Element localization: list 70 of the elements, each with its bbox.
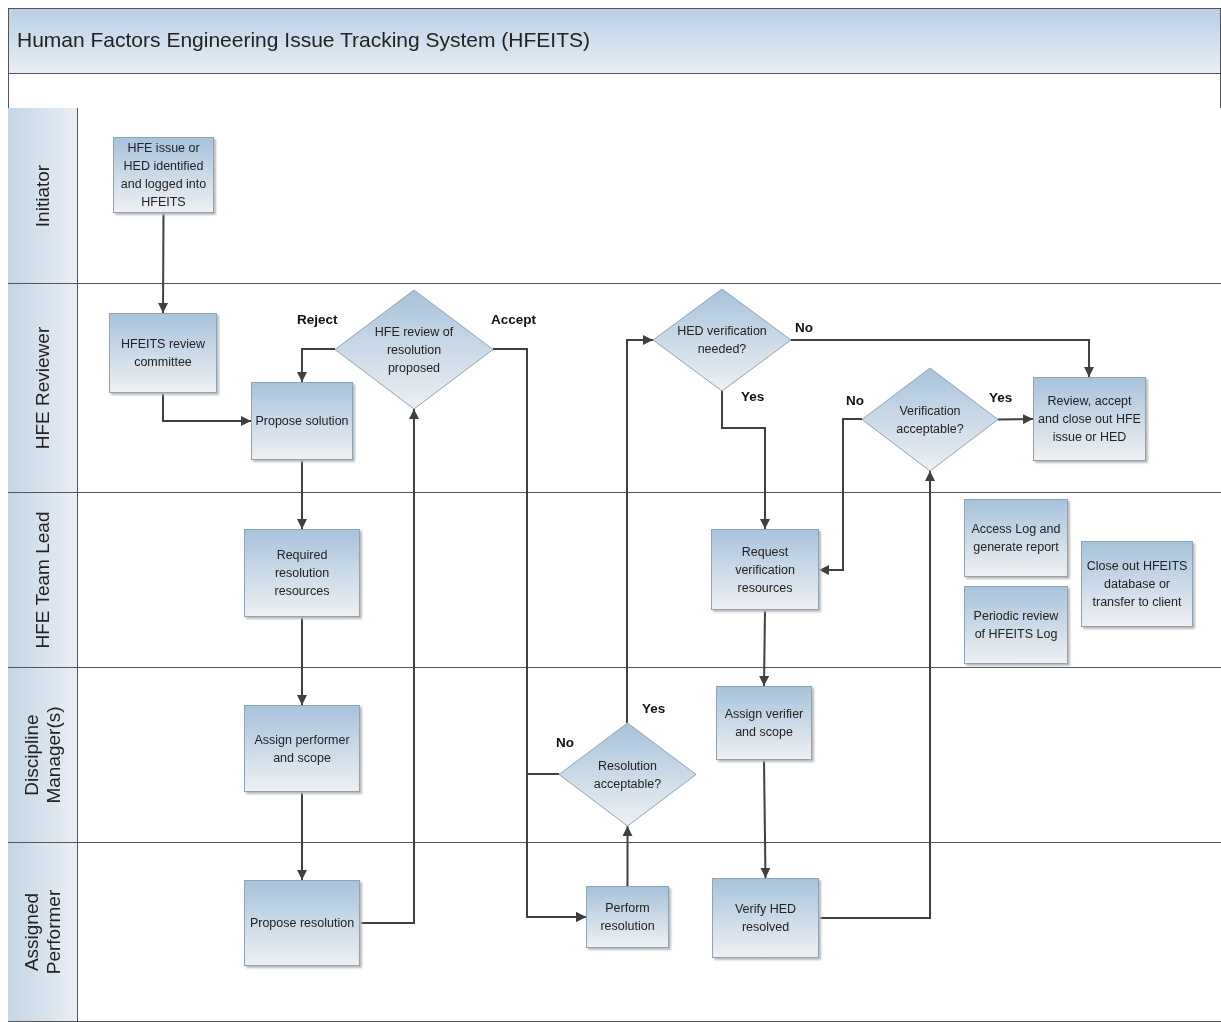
arrow [818,418,863,575]
lane-label: Assigned Performer [21,888,65,977]
arrow [759,609,770,687]
edge-label: Yes [989,390,1013,405]
process-box [716,686,812,760]
arrow [359,408,419,924]
arrow [760,759,771,879]
process-box [964,499,1068,577]
arrow [790,339,1094,378]
arrow [297,616,307,706]
swimlane [8,493,1221,668]
step-text: Assign performer and scope [253,731,351,767]
arrow [162,392,252,426]
decision-text: HED verification needed? [676,323,768,358]
swimlane [8,668,1221,843]
process-box [1081,541,1193,627]
lane-label: Discipline Manager(s) [21,705,65,806]
arrow [158,212,169,314]
step-text: Assign verifier and scope [723,706,805,741]
arrow [818,470,935,919]
process-box [586,886,669,948]
step-text: HFE issue or HED identified and logged into HFEITS [119,140,208,211]
step-text: Periodic review of HFEITS Log [972,608,1060,643]
step-text: Close out HFEITS database or transfer to client [1085,558,1189,611]
process-box [1033,377,1146,461]
step-text: Access Log and generate report [970,521,1062,556]
lane-label: Initiator [32,163,54,229]
process-box [251,382,353,460]
process-box [244,880,360,966]
step-text: Verify HED resolved [733,901,798,936]
step-text: Request verification resources [734,543,796,597]
process-box [711,529,819,610]
arrow [622,825,633,887]
swimlane [8,843,1221,1022]
swimlane [8,284,1221,493]
decision-diamond [653,289,791,391]
swimlane [8,108,1221,284]
step-text: Required resolution resources [273,547,331,600]
diagram-title: Human Factors Engineering Issue Tracking System (HFEITS) [17,28,591,52]
step-text: Propose solution [254,413,350,430]
process-box [244,529,360,617]
lane-label: HFE Team Lead [32,510,54,651]
step-text: Perform resolution [599,900,656,935]
process-box [712,878,819,958]
edge-label: No [795,320,813,335]
decision-text: HFE review of resolution proposed [373,323,455,377]
edge-label: No [556,735,574,750]
step-text: HFEITS review committee [119,336,206,371]
process-box [109,313,217,393]
edge-label: Reject [297,312,338,327]
arrow [721,390,770,530]
process-box [964,586,1068,664]
process-box [113,137,214,213]
edge-label: No [846,393,864,408]
decision-text: Verification acceptable? [895,402,965,438]
decision-diamond [559,723,696,826]
arrow [297,791,307,881]
arrow [526,773,587,922]
arrow [297,348,336,383]
lane-label: HFE Reviewer [32,325,54,452]
arrow [997,414,1034,425]
decision-text: Resolution acceptable? [592,757,663,793]
edge-label: Yes [741,389,765,404]
process-box [244,705,360,792]
edge-label: Yes [642,701,666,716]
step-text: Review, accept and close out HFE issue or HED [1037,393,1142,446]
step-text: Propose resolution [248,915,356,932]
edge-label: Accept [491,312,536,327]
arrow [297,459,307,530]
arrow [626,335,654,724]
